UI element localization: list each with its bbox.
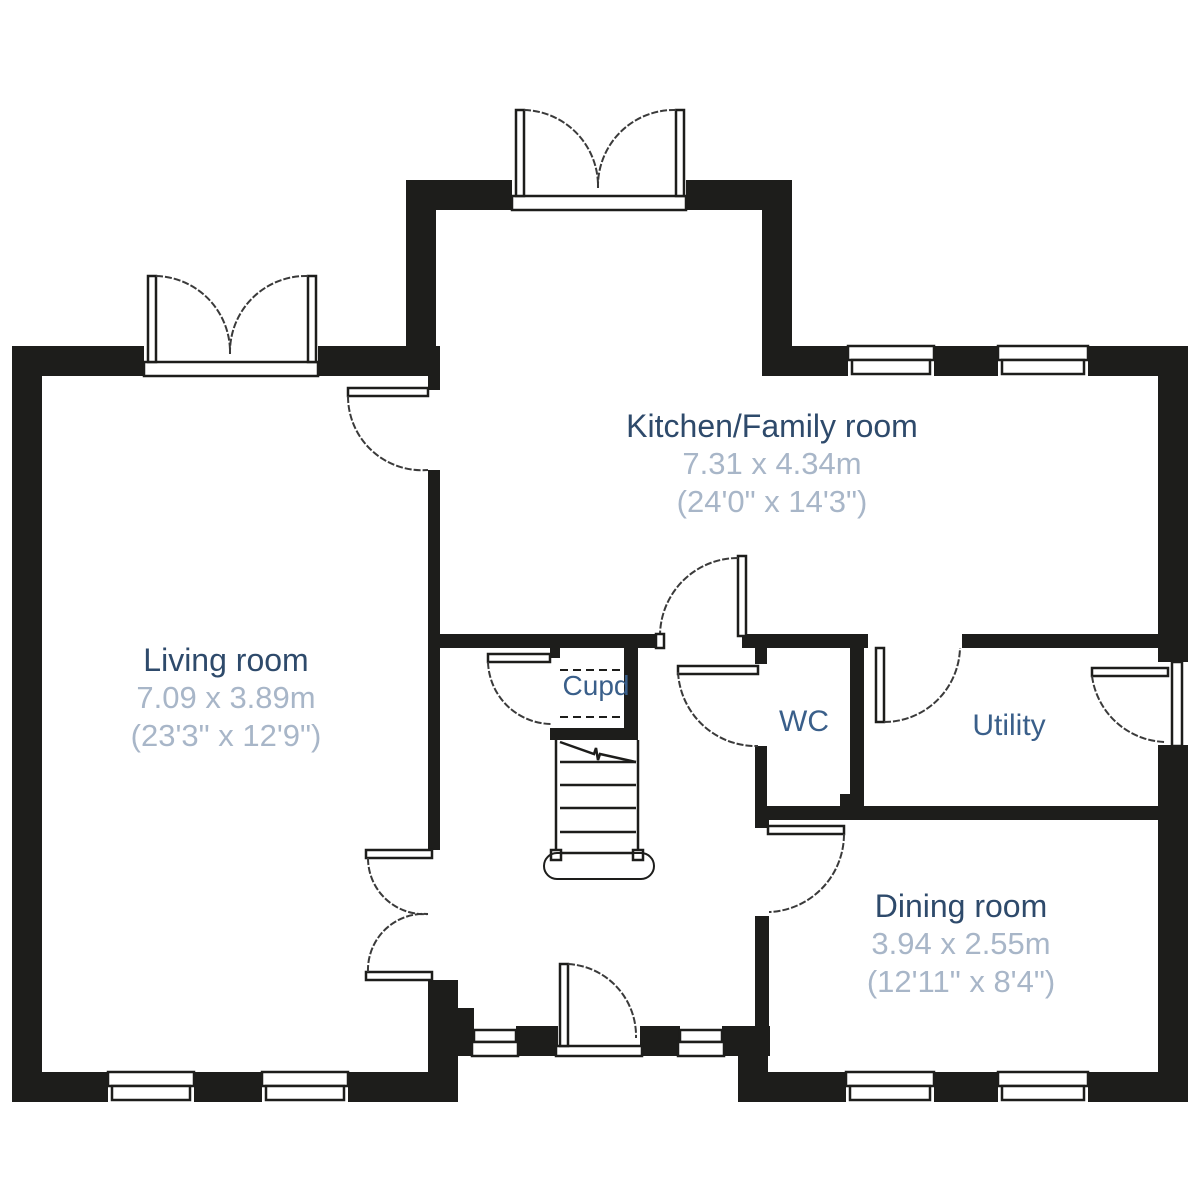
doors (142, 108, 1184, 1058)
room-name: Kitchen/Family room (626, 408, 918, 444)
door-utility (874, 646, 961, 724)
windows (106, 344, 1090, 1102)
interior-walls (428, 376, 1158, 1026)
cupboard-shelves (560, 669, 624, 718)
window-living-2 (260, 1070, 350, 1102)
window-kitchen-1 (846, 344, 936, 376)
door-hall-living (364, 848, 434, 982)
staircase (543, 740, 655, 880)
door-hall-dining (766, 824, 846, 913)
room-dimensions-metric: 3.94 x 2.55m (871, 926, 1051, 962)
window-dining-1 (844, 1070, 936, 1102)
window-hall-1 (470, 1028, 520, 1058)
room-dimensions-imperial: (24'0" x 14'3") (676, 483, 868, 519)
door-living-kitchen (346, 386, 430, 472)
french-door-kitchen (510, 108, 688, 212)
room-label-dining: Dining room 3.94 x 2.55m (12'11" x 8'4") (867, 887, 1055, 1000)
window-kitchen-2 (996, 344, 1090, 376)
door-utility-external (1090, 660, 1184, 748)
window-dining-2 (996, 1070, 1090, 1102)
room-label-living: Living room 7.09 x 3.89m (23'3" x 12'9") (131, 641, 322, 754)
room-dimensions-metric: 7.31 x 4.34m (682, 446, 862, 482)
room-label-cupboard: Cupd (562, 670, 630, 701)
room-label-wc: WC (779, 705, 829, 738)
room-name: Dining room (874, 888, 1048, 924)
window-hall-2 (676, 1028, 726, 1058)
exterior-walls (12, 180, 1188, 1102)
front-door (554, 962, 644, 1058)
room-label-utility: Utility (972, 709, 1046, 742)
room-name: Living room (143, 642, 309, 678)
door-cupboard (486, 652, 553, 725)
window-living-1 (106, 1070, 196, 1102)
door-hall-kitchen (654, 554, 748, 650)
room-dimensions-imperial: (23'3" x 12'9") (130, 717, 322, 753)
room-label-kitchen: Kitchen/Family room 7.31 x 4.34m (24'0" … (626, 407, 918, 520)
room-dimensions-metric: 7.09 x 3.89m (136, 680, 316, 716)
room-dimensions-imperial: (12'11" x 8'4") (866, 963, 1056, 999)
french-door-living (142, 274, 320, 378)
door-wc (676, 664, 760, 748)
